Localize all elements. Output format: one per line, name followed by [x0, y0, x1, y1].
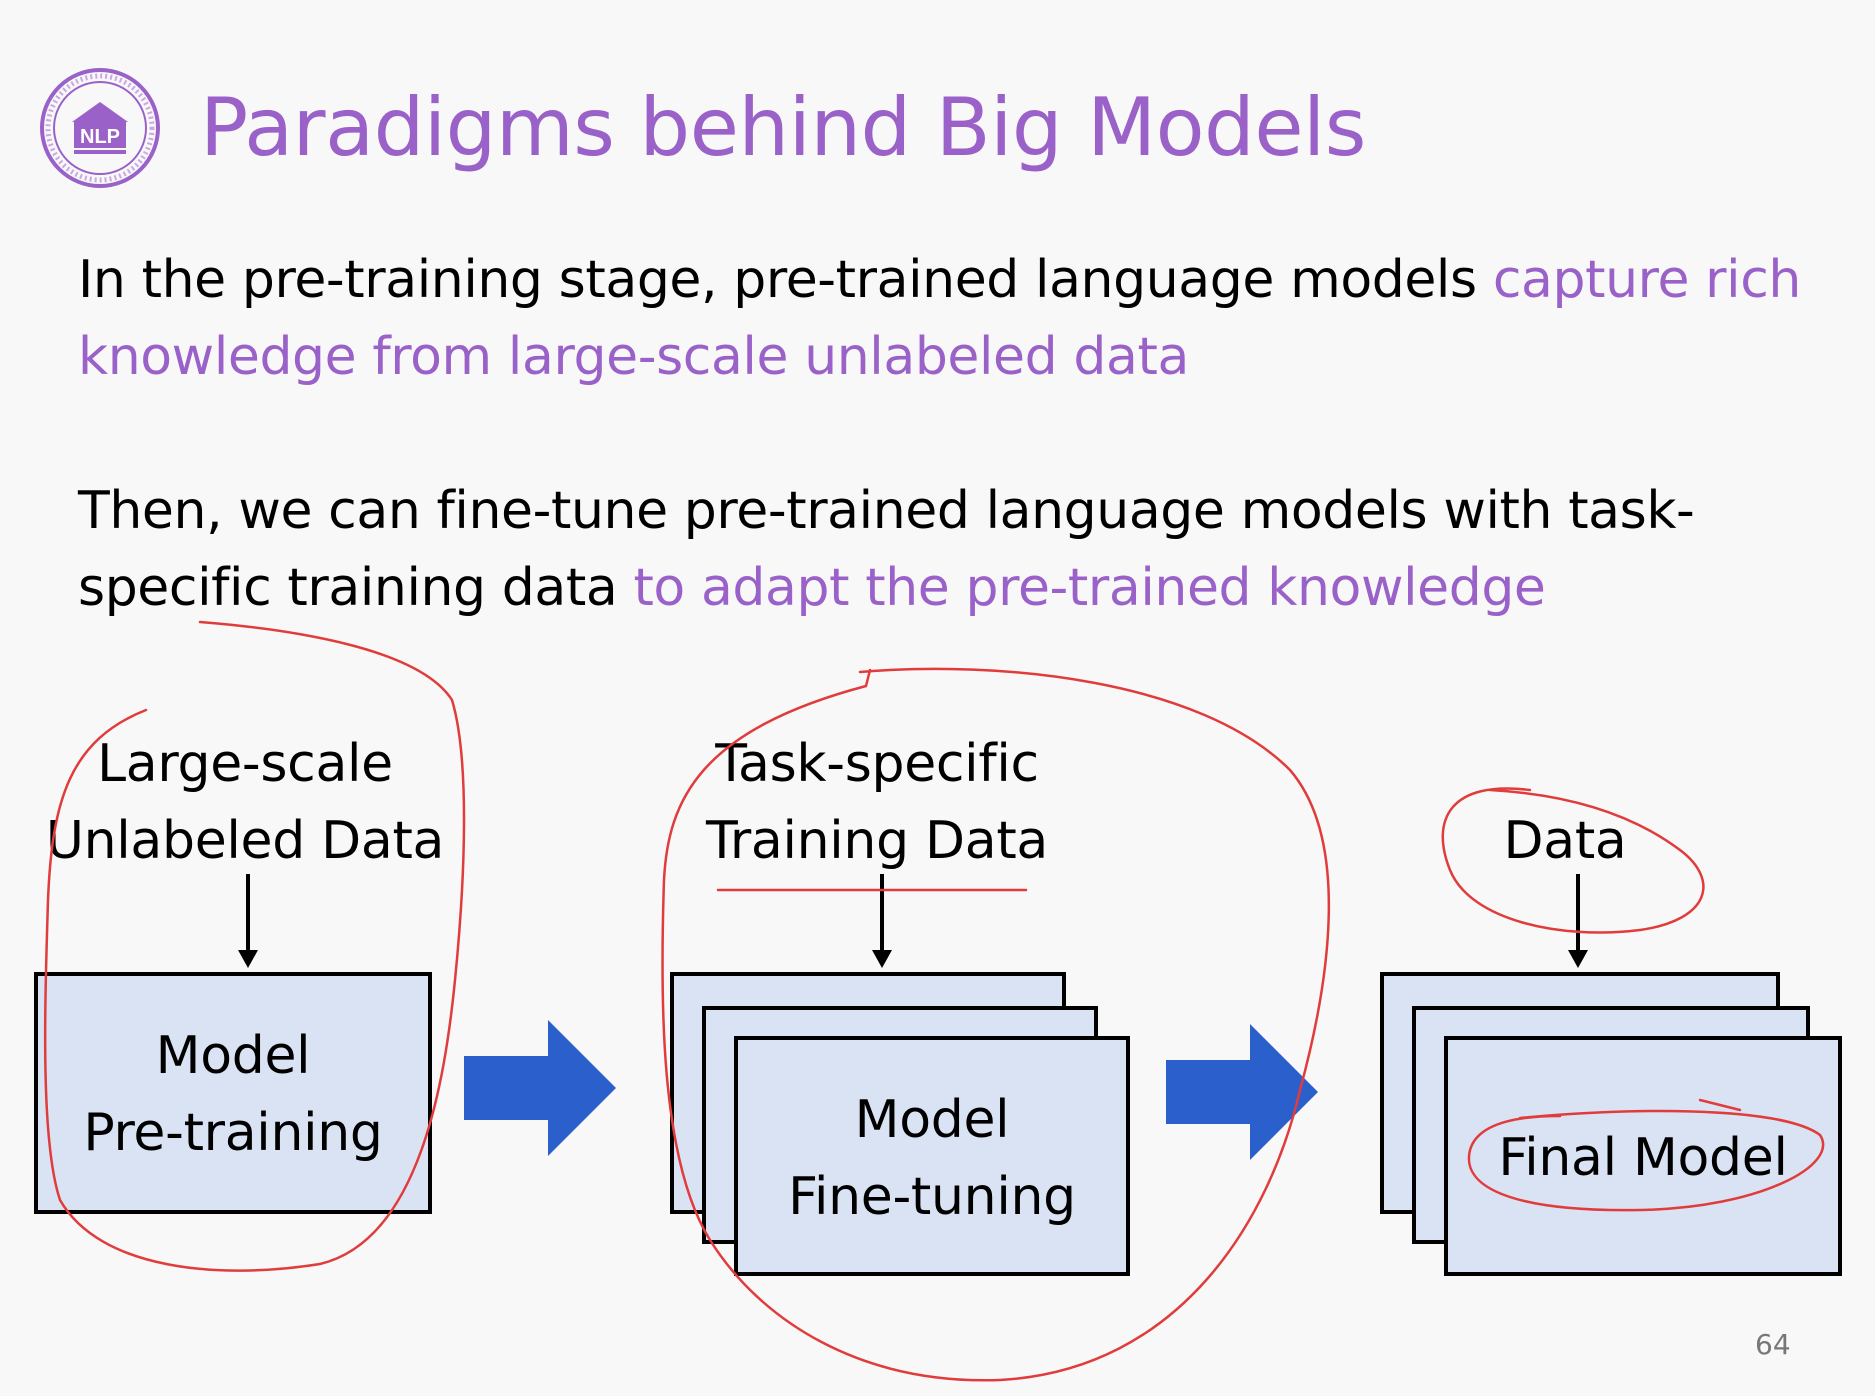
final-model-box-front — [1444, 1036, 1842, 1276]
nlp-lab-seal-icon: NLP — [40, 68, 160, 188]
annotation-loop-stage1 — [43, 620, 466, 1272]
annotation-circle-data — [1441, 787, 1705, 934]
big-right-arrow-icon — [464, 1020, 616, 1156]
paragraph-pretraining-plain: In the pre-training stage, pre-trained l… — [78, 250, 1493, 310]
annotation-pen-mark — [1698, 1098, 1742, 1112]
finetuning-box-line2: Fine-tuning — [788, 1167, 1076, 1227]
big-right-arrow-icon — [1166, 1024, 1318, 1160]
down-arrow-icon — [872, 874, 892, 968]
paragraph-finetuning-plain: Then, we can fine-tune pre-trained langu… — [78, 481, 1695, 618]
finetuning-box-line1: Model — [854, 1090, 1010, 1150]
annotation-strokes — [43, 620, 1825, 1382]
logo-text: NLP — [80, 126, 120, 148]
finetuning-box-front — [734, 1036, 1130, 1276]
final-model-box-label: Final Model — [1498, 1128, 1788, 1188]
paragraph-pretraining: In the pre-training stage, pre-trained l… — [78, 242, 1838, 396]
pretraining-box — [34, 972, 432, 1214]
pretraining-box-line2: Pre-training — [83, 1103, 383, 1163]
paragraph-finetuning-highlight: to adapt the pre-trained knowledge — [633, 558, 1546, 618]
stage1-input-line2: Unlabeled Data — [45, 811, 445, 871]
stage1-input-line1: Large-scale — [97, 734, 393, 794]
annotation-loop-stage2 — [661, 667, 1331, 1382]
paragraph-finetuning: Then, we can fine-tune pre-trained langu… — [78, 473, 1838, 627]
stage2-input-line1: Task-specific — [715, 734, 1039, 794]
paragraph-pretraining-highlight: capture rich knowledge from large-scale … — [78, 250, 1801, 387]
down-arrow-icon — [1568, 874, 1588, 968]
pretraining-box-line1: Model — [155, 1026, 311, 1086]
finetuning-box-label: Model Fine-tuning — [734, 1082, 1130, 1236]
stage1-input-label: Large-scale Unlabeled Data — [20, 726, 470, 880]
stage2-input-label: Task-specific Training Data — [652, 726, 1102, 880]
page-number: 64 — [1755, 1328, 1791, 1361]
stage3-input-label: Data — [1503, 811, 1627, 871]
pretraining-box-label: Model Pre-training — [34, 1018, 432, 1172]
slide-title: Paradigms behind Big Models — [200, 81, 1366, 174]
down-arrow-icon — [238, 874, 258, 968]
stage2-input-line2: Training Data — [706, 811, 1048, 871]
annotation-circle-final-model — [1467, 1109, 1825, 1212]
